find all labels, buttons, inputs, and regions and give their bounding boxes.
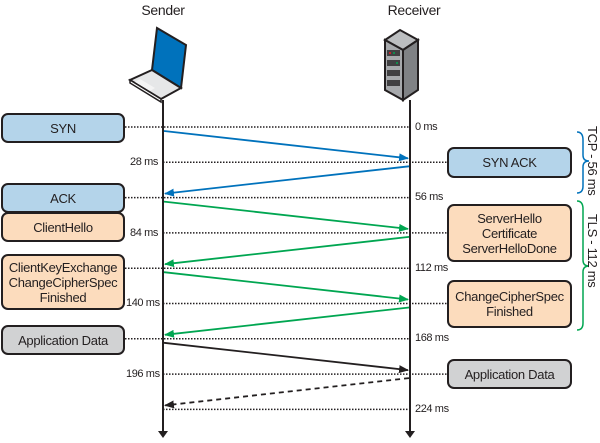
time-label: 168 ms (415, 332, 449, 344)
syn-ack-box: SYN ACK (447, 147, 572, 178)
message-arrow (163, 130, 409, 162)
tls-phase-label: TLS - 112 ms (585, 214, 600, 288)
receiver-label: Receiver (387, 2, 441, 18)
receiver-application-data-box: Application Data (447, 359, 572, 389)
tls-phase-brace (576, 200, 590, 331)
tcp-phase-brace (576, 131, 590, 194)
message-arrow (163, 200, 409, 232)
sender-application-data-box: Application Data (1, 325, 125, 355)
server-hello-box: ServerHello Certificate ServerHelloDone (447, 204, 572, 262)
time-label: 224 ms (415, 403, 449, 415)
sender-label: Sender (141, 2, 185, 18)
laptop-icon (127, 26, 188, 104)
message-arrow (164, 236, 410, 268)
server-icon (383, 28, 420, 102)
client-key-exchange-box: ClientKeyExchange ChangeCipherSpec Finis… (1, 254, 125, 310)
time-label: 28 ms (130, 156, 158, 168)
sender-lifeline-arrowhead (158, 431, 168, 438)
message-arrow (164, 306, 410, 338)
time-label: 140 ms (126, 297, 160, 309)
change-cipher-spec-box: ChangeCipherSpec Finished (447, 280, 572, 328)
message-arrow (164, 165, 410, 197)
time-label: 0 ms (415, 121, 438, 133)
receiver-lifeline-arrowhead (405, 431, 415, 438)
message-arrow (163, 341, 409, 374)
tcp-phase-label: TCP - 56 ms (585, 126, 600, 196)
message-arrow (164, 377, 410, 409)
message-arrow (163, 271, 409, 303)
time-label: 112 ms (415, 262, 448, 274)
time-label: 56 ms (415, 191, 443, 203)
time-label: 84 ms (130, 227, 158, 239)
client-hello-box: ClientHello (1, 212, 125, 242)
ack-box: ACK (1, 183, 125, 213)
time-label: 196 ms (126, 368, 160, 380)
syn-box: SYN (1, 113, 125, 143)
